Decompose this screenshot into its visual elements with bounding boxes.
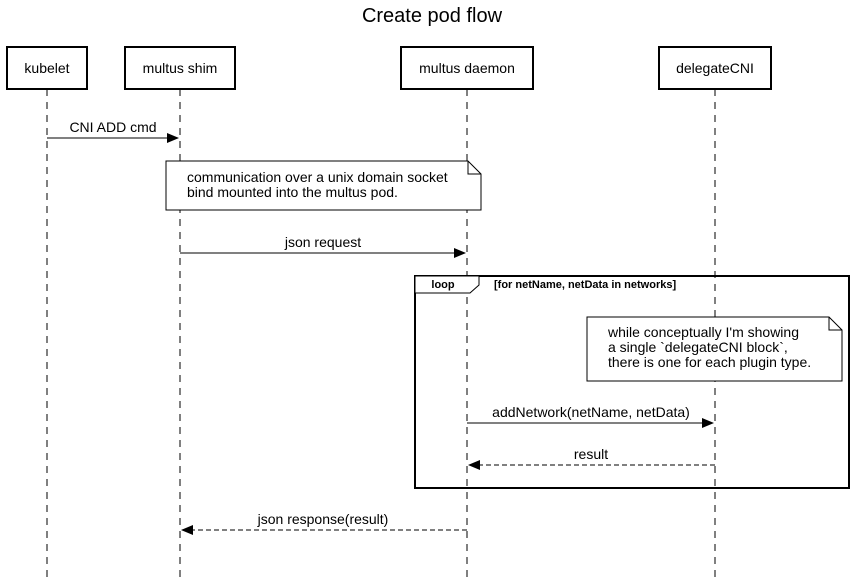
message-add-network: addNetwork(netName, netData)	[467, 404, 714, 428]
message-label: CNI ADD cmd	[69, 119, 156, 135]
diagram-title: Create pod flow	[362, 5, 503, 27]
participant-kubelet: kubelet	[6, 46, 88, 90]
message-json-request: json request	[180, 234, 466, 258]
note-line: bind mounted into the multus pod.	[187, 184, 398, 200]
message-label: json response(result)	[257, 511, 389, 527]
message-label: json request	[284, 234, 361, 250]
participant-label: multus shim	[143, 60, 218, 76]
participant-delegate-cni: delegateCNI	[658, 46, 772, 90]
message-label: result	[574, 446, 608, 462]
note-line: while conceptually I'm showing	[607, 324, 799, 340]
loop-frame: loop [for netName, netData in networks]	[414, 275, 850, 489]
message-result: result	[468, 446, 715, 470]
note-line: communication over a unix domain socket	[187, 169, 448, 185]
participant-label: multus daemon	[419, 60, 515, 76]
note-line: there is one for each plugin type.	[608, 354, 811, 370]
loop-tag: loop	[431, 279, 454, 291]
participant-label: delegateCNI	[676, 60, 754, 76]
participant-multus-daemon: multus daemon	[400, 46, 534, 90]
loop-condition: [for netName, netData in networks]	[494, 279, 676, 291]
message-label: addNetwork(netName, netData)	[492, 404, 690, 420]
participant-multus-shim: multus shim	[124, 46, 236, 90]
note-delegate-plugins: while conceptually I'm showing a single …	[586, 316, 843, 382]
note-line: a single `delegateCNI block`,	[608, 339, 788, 355]
participant-label: kubelet	[24, 60, 69, 76]
note-unix-socket: communication over a unix domain socket …	[165, 160, 482, 211]
message-json-response: json response(result)	[181, 511, 467, 535]
message-cni-add: CNI ADD cmd	[47, 119, 179, 143]
